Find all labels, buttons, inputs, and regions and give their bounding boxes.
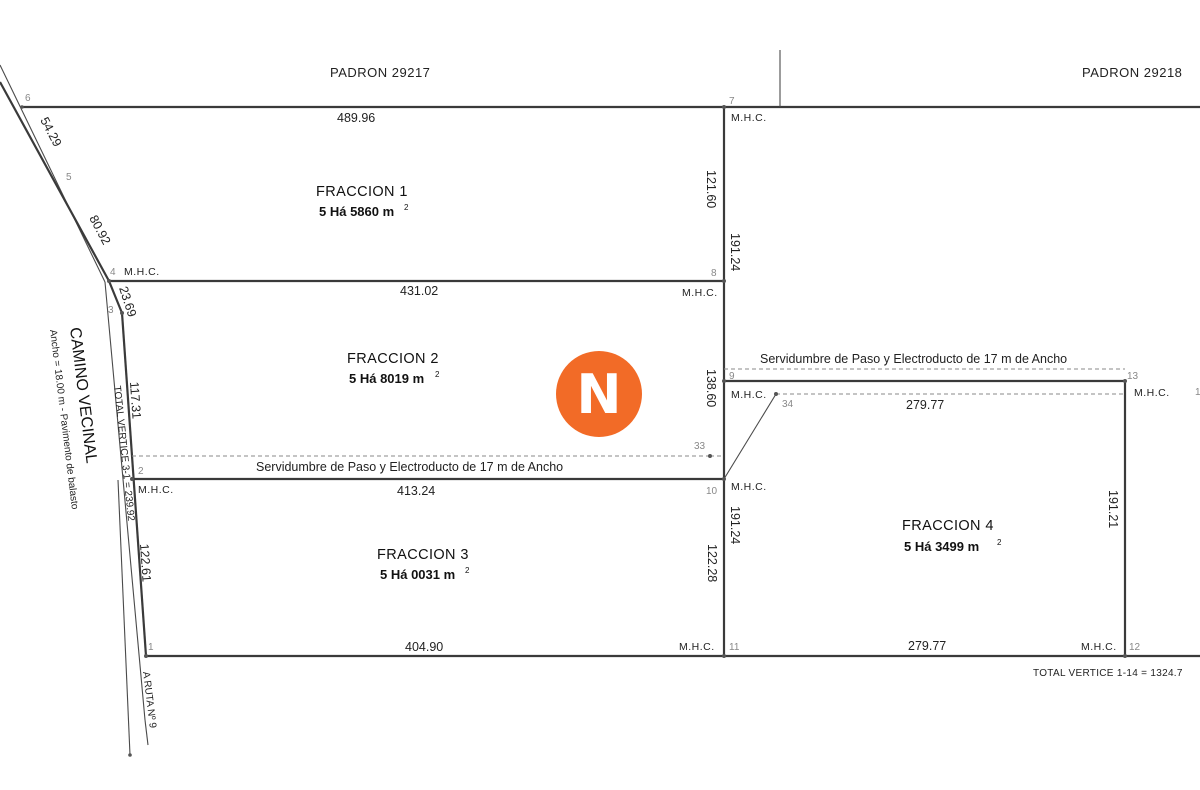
vertex-2-label: 2 — [138, 466, 144, 477]
road-inner-edge-upper — [0, 81, 110, 282]
mhc-marker-10: M.H.C. — [731, 481, 767, 493]
vertex-33-point — [708, 454, 712, 458]
logo-letter: N — [576, 363, 621, 426]
dim-10-11: 122.28 — [705, 544, 719, 582]
vertex-12-label: 12 — [1129, 642, 1141, 653]
vertex-6-label: 6 — [25, 93, 31, 104]
road-edges — [0, 64, 149, 757]
dim-10-11b: 191.24 — [728, 506, 742, 544]
fraccion-4-area: 5 Há 3499 m — [904, 539, 979, 554]
vertex-4-label: 4 — [110, 267, 116, 278]
easement-lower-label: Servidumbre de Paso y Electroducto de 17… — [256, 460, 563, 474]
easement-upper-label: Servidumbre de Paso y Electroducto de 17… — [760, 352, 1067, 366]
padron-right-label: PADRON 29218 — [1082, 65, 1182, 80]
easement-lines — [132, 368, 1125, 458]
vertex-13-label: 13 — [1127, 371, 1139, 382]
dim-7-9: 191.24 — [728, 233, 742, 271]
fraccion-3-area-unit-sup: 2 — [465, 566, 470, 575]
dim-4-3: 23.69 — [116, 285, 139, 319]
mhc-marker-8: M.H.C. — [682, 287, 718, 299]
vertex-5-label: 5 — [66, 172, 72, 183]
logo-circle — [556, 351, 642, 437]
vertex-10-label: 10 — [706, 486, 718, 497]
fraccion-3: FRACCION 3 5 Há 0031 m 2 — [377, 547, 470, 582]
dim-2-10: 413.24 — [397, 484, 435, 498]
dim-6-5: 54.29 — [37, 115, 64, 149]
fraccion-4-area-unit-sup: 2 — [997, 538, 1002, 547]
fraccion-1-area-unit-sup: 2 — [404, 203, 409, 212]
vertex-34-label: 34 — [782, 399, 794, 410]
route-end-point — [128, 753, 132, 757]
mhc-marker-2: M.H.C. — [138, 484, 174, 496]
dim-3-2: 117.31 — [127, 381, 144, 419]
fraccion-3-area: 5 Há 0031 m — [380, 567, 455, 582]
vertex-7-label: 7 — [729, 96, 735, 107]
dim-4-8: 431.02 — [400, 284, 438, 298]
dim-5-4: 80.92 — [86, 213, 113, 247]
vertex-9-label: 9 — [729, 371, 735, 382]
parcel-boundaries — [22, 50, 1200, 658]
mhc-marker-13: M.H.C. — [1134, 387, 1170, 399]
vertex-8-label: 8 — [711, 268, 717, 279]
dim-bottom-f3: 404.90 — [405, 640, 443, 654]
total-vertice-bottom: TOTAL VERTICE 1-14 = 1324.7 — [1033, 668, 1183, 679]
fraccion-4: FRACCION 4 5 Há 3499 m 2 — [902, 518, 1002, 554]
vertex-33-label: 33 — [694, 441, 706, 452]
n-logo: N — [556, 351, 642, 437]
vertex-11-label: 11 — [729, 642, 740, 653]
mhc-marker-11: M.H.C. — [679, 641, 715, 653]
fraccion-1-name: FRACCION 1 — [316, 184, 408, 200]
easement-diagonal — [723, 393, 777, 480]
fraccion-3-name: FRACCION 3 — [377, 547, 469, 563]
dim-top-f4: 279.77 — [906, 398, 944, 412]
dim-8-9: 138.60 — [704, 369, 718, 407]
fraccion-1: FRACCION 1 5 Há 5860 m 2 — [316, 184, 409, 219]
dim-right-f1: 121.60 — [704, 170, 718, 208]
fraccion-2-area: 5 Há 8019 m — [349, 371, 424, 386]
mhc-marker-7: M.H.C. — [731, 112, 767, 124]
dim-bottom-f4: 279.77 — [908, 639, 946, 653]
vertex-edge-label: 13 — [1195, 387, 1200, 398]
dim-2-1: 122.61 — [137, 543, 154, 582]
mhc-marker-9: M.H.C. — [731, 389, 767, 401]
mhc-marker-4: M.H.C. — [124, 266, 160, 278]
mhc-marker-12: M.H.C. — [1081, 641, 1117, 653]
road-outer-edge-lower — [104, 281, 146, 721]
fraccion-2: FRACCION 2 5 Há 8019 m 2 — [347, 351, 440, 386]
road-outer-edge-tail — [144, 719, 149, 746]
boundary-4-3 — [107, 280, 124, 314]
vertex-34-point — [774, 392, 778, 396]
dim-top-f1: 489.96 — [337, 111, 375, 125]
vertex-points — [20, 105, 1127, 658]
dim-right-f4: 191.21 — [1106, 490, 1120, 528]
vertex-1-label: 1 — [148, 642, 154, 653]
road-outer-edge-upper — [0, 64, 106, 283]
road-inner-lower — [117, 479, 131, 756]
padron-left-label: PADRON 29217 — [330, 65, 430, 80]
boundary-3-1 — [120, 312, 148, 657]
fraccion-1-area: 5 Há 5860 m — [319, 204, 394, 219]
vertex-3-label: 3 — [108, 305, 114, 316]
fraccion-2-area-unit-sup: 2 — [435, 370, 440, 379]
fraccion-4-name: FRACCION 4 — [902, 518, 994, 534]
fraccion-2-name: FRACCION 2 — [347, 351, 439, 367]
